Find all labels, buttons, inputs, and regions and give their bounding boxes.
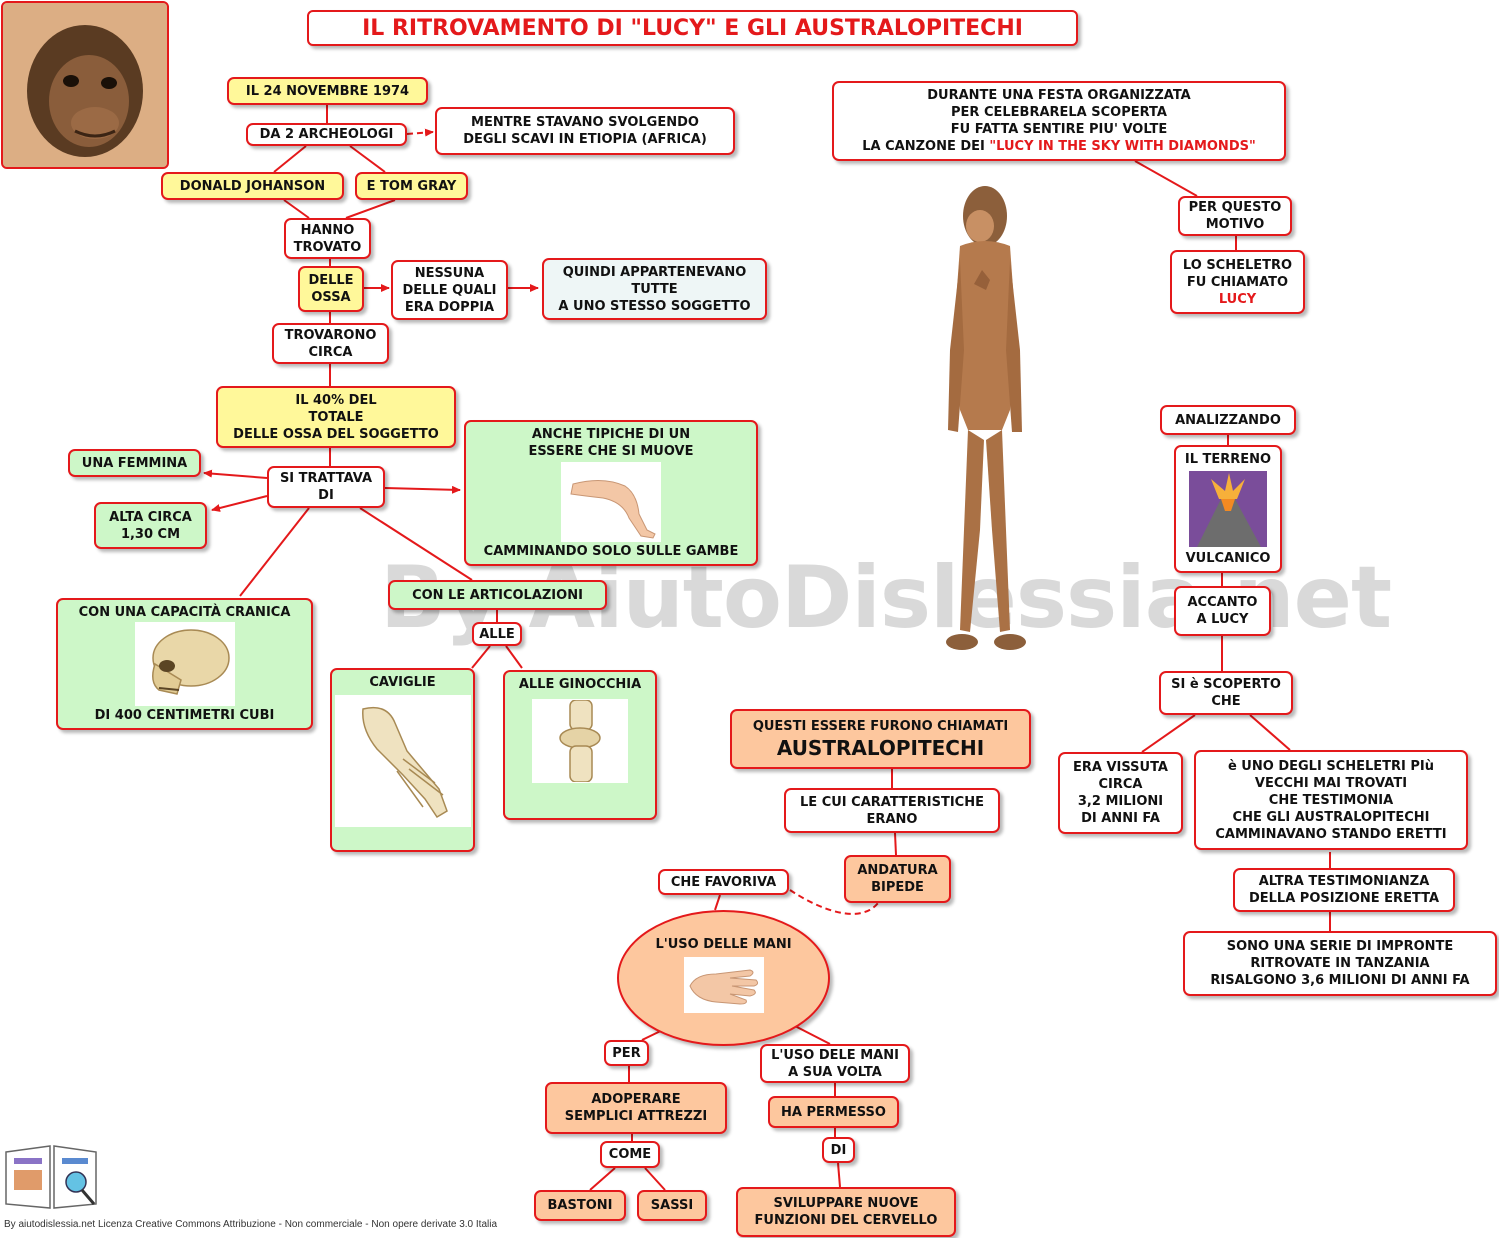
was-node: SI TRATTAVA DI <box>267 466 385 508</box>
excavation-node: MENTRE STAVANO SVOLGENDO DEGLI SCAVI IN … <box>435 107 735 155</box>
joints-node: CON LE ARTICOLAZIONI <box>388 580 607 610</box>
date-node: IL 24 NOVEMBRE 1974 <box>227 77 428 105</box>
skull-illustration <box>134 622 235 706</box>
favored-node: CHE FAVORIVA <box>658 869 789 895</box>
named-line2: AUSTRALOPITECHI <box>776 735 985 760</box>
terrain-node: IL TERRENO VULCANICO <box>1174 445 1282 573</box>
named-australopithecus-node: QUESTI ESSERE FURONO CHIAMATI AUSTRALOPI… <box>730 709 1031 769</box>
hands-turn-node: L'USO DELE MANI A SUA VOLTA <box>760 1044 910 1083</box>
lucy-reconstruction-figure <box>930 180 1040 665</box>
foot-bones-illustration <box>334 695 471 827</box>
allowed-node: HA PERMESSO <box>768 1096 899 1128</box>
hands-node: L'USO DELLE MANI <box>617 910 830 1046</box>
hips-top-label: ANCHE TIPICHE DI UN ESSERE CHE SI MUOVE <box>528 427 694 459</box>
bipedal-node: ANDATURA BIPEDE <box>844 855 951 903</box>
tools-node: ADOPERARE SEMPLICI ATTREZZI <box>545 1082 727 1134</box>
aiutodislessia-logo <box>4 1142 100 1212</box>
analyzing-node: ANALIZZANDO <box>1160 405 1296 435</box>
footprints-node: SONO UNA SERIE DI IMPRONTE RITROVATE IN … <box>1183 931 1497 996</box>
named-line1: QUESTI ESSERE FURONO CHIAMATI <box>752 718 1009 734</box>
evidence-node: ALTRA TESTIMONIANZA DELLA POSIZIONE ERET… <box>1233 868 1455 912</box>
page-title: IL RITROVAMENTO DI "LUCY" E GLI AUSTRALO… <box>307 10 1078 46</box>
gray-node: E TOM GRAY <box>355 172 468 200</box>
hands-label: L'USO DELLE MANI <box>655 937 792 952</box>
alle-node: ALLE <box>472 622 522 646</box>
hips-node: ANCHE TIPICHE DI UN ESSERE CHE SI MUOVE … <box>464 420 758 566</box>
volcano-illustration <box>1189 471 1267 547</box>
cranial-node: CON UNA CAPACITÀ CRANICA DI 400 CENTIMET… <box>56 598 313 730</box>
knees-label: ALLE GINOCCHIA <box>518 677 642 692</box>
party-lines: DURANTE UNA FESTA ORGANIZZATA PER CELEBR… <box>862 88 1191 154</box>
found-node: HANNO TROVATO <box>284 218 371 259</box>
knees-node: ALLE GINOCCHIA <box>503 670 657 820</box>
sticks-node: BASTONI <box>534 1190 626 1221</box>
johanson-node: DONALD JOHANSON <box>161 172 344 200</box>
brain-node: SVILUPPARE NUOVE FUNZIONI DEL CERVELLO <box>736 1187 956 1237</box>
found-about-node: TROVARONO CIRCA <box>272 323 389 364</box>
none-double-node: NESSUNA DELLE QUALI ERA DOPPIA <box>391 260 508 320</box>
named-lucy-node: LO SCHELETRO FU CHIAMATO LUCY <box>1170 250 1305 314</box>
hominid-face-photo <box>1 1 169 169</box>
same-subject-node: QUINDI APPARTENEVANO TUTTE A UNO STESSO … <box>542 258 767 320</box>
per-node: PER <box>604 1040 649 1066</box>
license-footer: By aiutodislessia.net Licenza Creative C… <box>4 1219 498 1230</box>
oldest-skeleton-node: è UNO DEGLI SCHELETRI PIù VECCHI MAI TRO… <box>1194 750 1468 850</box>
bones-node: DELLE OSSA <box>298 266 364 312</box>
reason-node: PER QUESTO MOTIVO <box>1178 196 1292 236</box>
volcanic-label: VULCANICO <box>1185 551 1271 566</box>
di-node: DI <box>822 1137 855 1163</box>
hand-illustration <box>683 957 764 1013</box>
cranial-bottom-label: DI 400 CENTIMETRI CUBI <box>94 708 275 723</box>
song-title: "LUCY IN THE SKY WITH DIAMONDS" <box>989 139 1256 154</box>
ankles-node: CAVIGLIE <box>330 668 475 852</box>
cranial-top-label: CON UNA CAPACITÀ CRANICA <box>78 605 291 620</box>
terrain-label: IL TERRENO <box>1184 452 1272 467</box>
party-text: DURANTE UNA FESTA ORGANIZZATA PER CELEBR… <box>862 87 1256 155</box>
stones-node: SASSI <box>637 1190 707 1221</box>
lived-node: ERA VISSUTA CIRCA 3,2 MILIONI DI ANNI FA <box>1058 752 1183 834</box>
lucy-name: LUCY <box>1218 291 1257 307</box>
near-lucy-node: ACCANTO A LUCY <box>1174 586 1271 636</box>
discovered-node: SI è SCOPERTO CHE <box>1159 671 1293 715</box>
come-node: COME <box>600 1141 660 1168</box>
named-lucy-text: LO SCHELETRO FU CHIAMATO LUCY <box>1183 257 1292 308</box>
features-node: LE CUI CARATTERISTICHE ERANO <box>784 788 1000 833</box>
percent-node: IL 40% DEL TOTALE DELLE OSSA DEL SOGGETT… <box>216 386 456 448</box>
leg-illustration <box>561 461 661 542</box>
hips-bottom-label: CAMMINANDO SOLO SULLE GAMBE <box>483 544 739 559</box>
named-prefix: LO SCHELETRO FU CHIAMATO <box>1182 257 1293 290</box>
knee-illustration <box>532 699 628 783</box>
archeologists-node: DA 2 ARCHEOLOGI <box>246 123 407 146</box>
ankles-label: CAVIGLIE <box>369 675 436 690</box>
height-node: ALTA CIRCA 1,30 CM <box>94 502 207 549</box>
female-node: UNA FEMMINA <box>68 449 201 477</box>
party-node: DURANTE UNA FESTA ORGANIZZATA PER CELEBR… <box>832 81 1286 161</box>
